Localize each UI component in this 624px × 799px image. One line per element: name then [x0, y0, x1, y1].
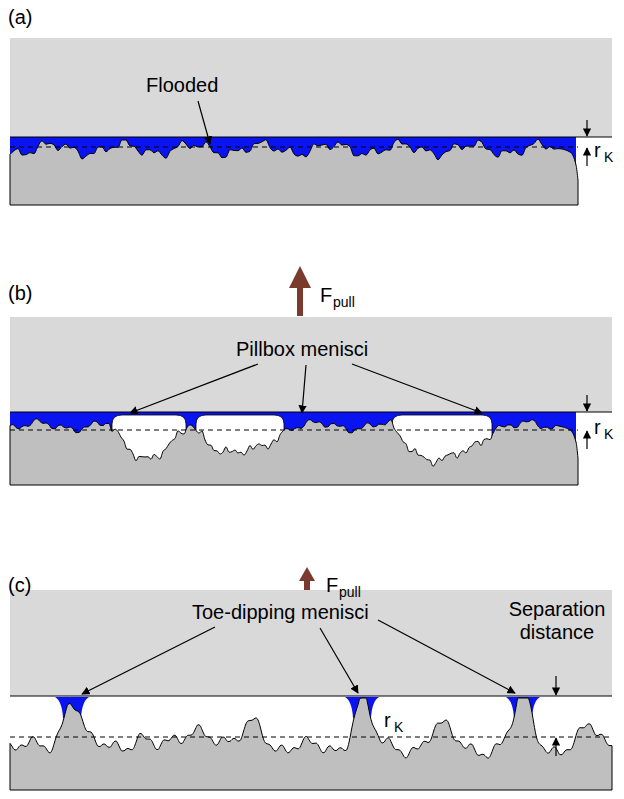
rough-surface [10, 698, 612, 790]
symbol-subscript: K [604, 149, 613, 165]
symbol-label: F [326, 574, 338, 597]
symbol-subscript: K [394, 719, 403, 735]
leader-line [302, 365, 306, 413]
leader-line [320, 628, 358, 693]
upper-body [10, 317, 612, 412]
symbol-subscript: K [604, 426, 613, 442]
upper-surface-line [10, 137, 612, 138]
upper-body [10, 590, 612, 696]
rough-surface [10, 419, 578, 485]
region-label: Toe-dipping menisci [192, 601, 369, 624]
panel-label: (c) [8, 574, 31, 597]
mean-line [10, 430, 578, 431]
symbol-label: r [384, 709, 391, 732]
region-label: Flooded [146, 74, 218, 97]
upper-surface-line [10, 696, 612, 697]
force-arrowhead [299, 567, 315, 581]
panel-label: (b) [8, 282, 32, 305]
dimension-arrow [555, 676, 556, 695]
dimension-arrow [586, 395, 587, 411]
dimension-arrow [555, 738, 556, 756]
upper-surface-line [10, 412, 612, 413]
symbol-subscript: pull [339, 584, 361, 600]
dimension-arrow [586, 120, 587, 136]
leader-line [198, 101, 210, 144]
dimension-arrow [586, 431, 587, 449]
leader-line [378, 620, 515, 693]
mean-line [10, 147, 578, 148]
mean-line [10, 737, 612, 738]
symbol-subscript: pull [333, 294, 355, 310]
leader-line [130, 364, 258, 413]
dimension-label: Separation distance [503, 598, 611, 644]
leader-line [82, 627, 215, 694]
leader-line [352, 364, 482, 413]
symbol-label: r [594, 139, 601, 162]
region-label: Pillbox menisci [236, 338, 368, 361]
dimension-arrow [586, 148, 587, 166]
panel-label: (a) [8, 6, 32, 29]
symbol-label: F [320, 284, 332, 307]
force-arrowhead [289, 266, 311, 288]
rough-surface [10, 139, 578, 205]
symbol-label: r [594, 416, 601, 439]
force-arrow [297, 286, 303, 316]
upper-body [10, 38, 612, 137]
